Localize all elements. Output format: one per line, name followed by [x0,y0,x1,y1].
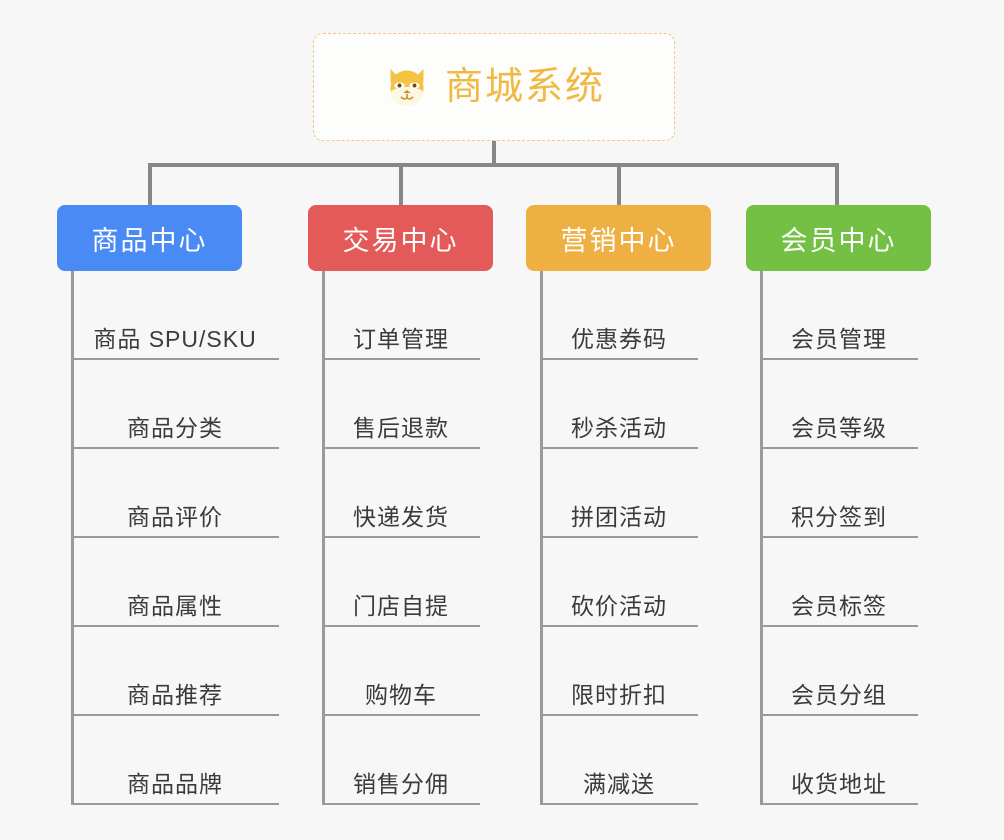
leaf-item[interactable]: 会员管理 [760,271,918,360]
leaf-item-label: 门店自提 [353,593,449,620]
leaf-item-label: 优惠券码 [571,326,667,353]
connector-drop-member-center [835,163,839,207]
connector-drop-product-center [148,163,152,207]
category-label-member-center: 会员中心 [780,225,897,256]
leaf-item-label: 砍价活动 [571,593,667,620]
leaf-item-label: 商品分类 [127,415,223,442]
leaf-item[interactable]: 商品 SPU/SKU [71,271,279,360]
leaf-item-label: 会员管理 [791,326,887,353]
leaf-item[interactable]: 商品品牌 [71,716,279,805]
category-label-trade-center: 交易中心 [342,225,459,256]
leaf-item-label: 购物车 [365,682,437,709]
leaf-item-label: 限时折扣 [571,682,667,709]
leaf-item[interactable]: 会员标签 [760,538,918,627]
leaf-item[interactable]: 会员分组 [760,627,918,716]
leaf-spine [760,271,763,805]
category-box-trade-center[interactable]: 交易中心 [308,205,493,271]
category-box-product-center[interactable]: 商品中心 [57,205,242,271]
leaf-item-label: 商品评价 [127,504,223,531]
leaf-item-label: 商品品牌 [127,771,223,798]
category-label-product-center: 商品中心 [91,225,208,256]
leaf-item[interactable]: 限时折扣 [540,627,698,716]
leaf-item[interactable]: 商品评价 [71,449,279,538]
leaf-item-label: 积分签到 [791,504,887,531]
leaf-item[interactable]: 会员等级 [760,360,918,449]
connector-drop-trade-center [399,163,403,207]
leaf-item-label: 商品属性 [127,593,223,620]
leaf-item[interactable]: 售后退款 [322,360,480,449]
category-box-member-center[interactable]: 会员中心 [746,205,931,271]
leaf-item[interactable]: 优惠券码 [540,271,698,360]
leaf-item[interactable]: 满减送 [540,716,698,805]
leaf-item-label: 满减送 [583,771,655,798]
leaf-item-label: 收货地址 [791,771,887,798]
leaf-item-label: 商品推荐 [127,682,223,709]
root-node-shop-system[interactable]: 商城系统 [313,33,675,141]
connector-horizontal-bus [150,163,838,167]
leaf-item[interactable]: 收货地址 [760,716,918,805]
leaf-item-label: 秒杀活动 [571,415,667,442]
leaf-item-label: 售后退款 [353,415,449,442]
root-node-title: 商城系统 [444,66,605,108]
leaf-item[interactable]: 商品分类 [71,360,279,449]
leaf-item[interactable]: 销售分佣 [322,716,480,805]
shiba-dog-face-icon [390,69,424,105]
leaf-item[interactable]: 订单管理 [322,271,480,360]
leaf-spine [322,271,325,805]
leaf-item-label: 快递发货 [353,504,449,531]
leaf-item[interactable]: 快递发货 [322,449,480,538]
leaf-spine [540,271,543,805]
leaf-item-label: 会员标签 [791,593,887,620]
leaf-item[interactable]: 商品推荐 [71,627,279,716]
leaf-item[interactable]: 拼团活动 [540,449,698,538]
leaf-item-label: 商品 SPU/SKU [93,326,257,353]
leaf-item[interactable]: 门店自提 [322,538,480,627]
leaf-item[interactable]: 砍价活动 [540,538,698,627]
leaf-item-label: 销售分佣 [353,771,449,798]
leaf-item[interactable]: 积分签到 [760,449,918,538]
leaf-item-label: 会员等级 [791,415,887,442]
leaf-item[interactable]: 商品属性 [71,538,279,627]
leaf-item-label: 订单管理 [353,326,449,353]
leaf-item[interactable]: 秒杀活动 [540,360,698,449]
leaf-item[interactable]: 购物车 [322,627,480,716]
leaf-spine [71,271,74,805]
connector-drop-marketing-center [617,163,621,207]
leaf-item-label: 拼团活动 [571,504,667,531]
category-box-marketing-center[interactable]: 营销中心 [526,205,711,271]
category-label-marketing-center: 营销中心 [560,225,677,256]
connector-root-stem [492,141,496,167]
leaf-item-label: 会员分组 [791,682,887,709]
